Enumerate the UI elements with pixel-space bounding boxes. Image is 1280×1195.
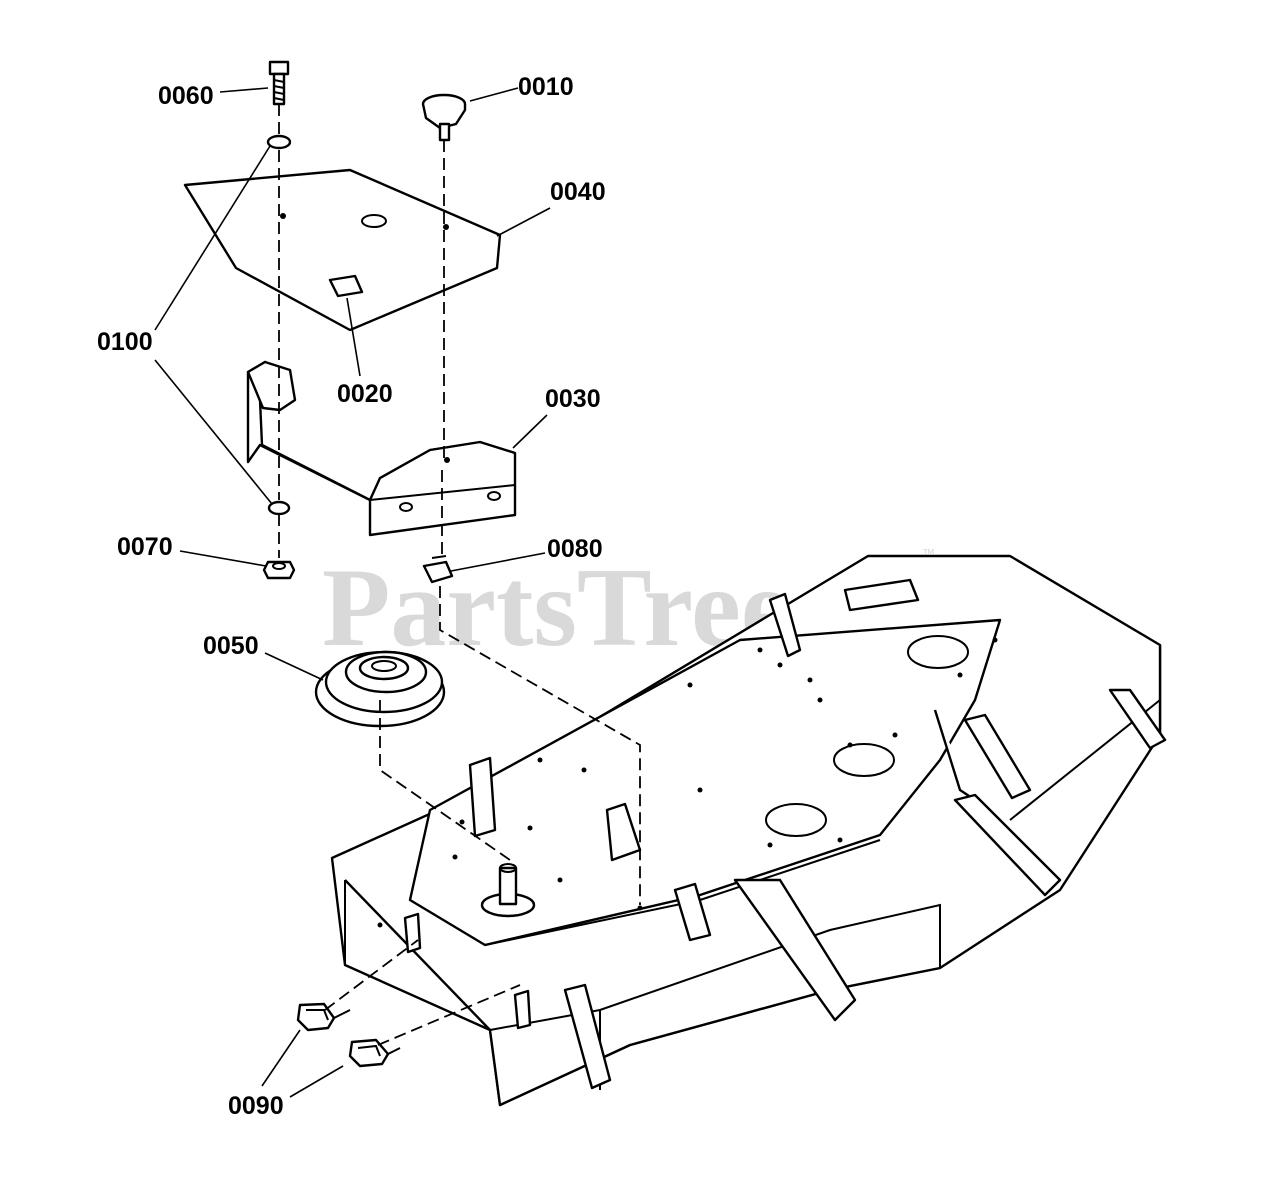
callout-0060: 0060 [158, 82, 214, 110]
callout-0080: 0080 [547, 535, 603, 563]
mower-deck [330, 554, 1167, 1107]
leader-lines [154, 87, 551, 1098]
callout-0040: 0040 [550, 178, 606, 206]
deck-clip-0090-b [348, 1038, 401, 1068]
callout-0020: 0020 [337, 380, 393, 408]
deck-clip-0090-a [296, 1002, 351, 1032]
callout-0010: 0010 [518, 73, 574, 101]
idler-pulley-0050 [314, 650, 446, 728]
callout-0070: 0070 [117, 533, 173, 561]
callout-0030: 0030 [545, 385, 601, 413]
callout-0050: 0050 [203, 632, 259, 660]
deck-mount-holes [377, 637, 998, 928]
bolt-0060 [268, 60, 290, 106]
callout-0090: 0090 [228, 1092, 284, 1120]
nut-0070 [262, 560, 296, 580]
belt-shield-0040 [183, 168, 502, 332]
assembly-lines [278, 104, 641, 1046]
washer-0100-upper [266, 134, 292, 150]
knob-0010 [421, 93, 467, 142]
nut-clip-0080 [422, 555, 454, 584]
callout-0100: 0100 [97, 328, 153, 356]
